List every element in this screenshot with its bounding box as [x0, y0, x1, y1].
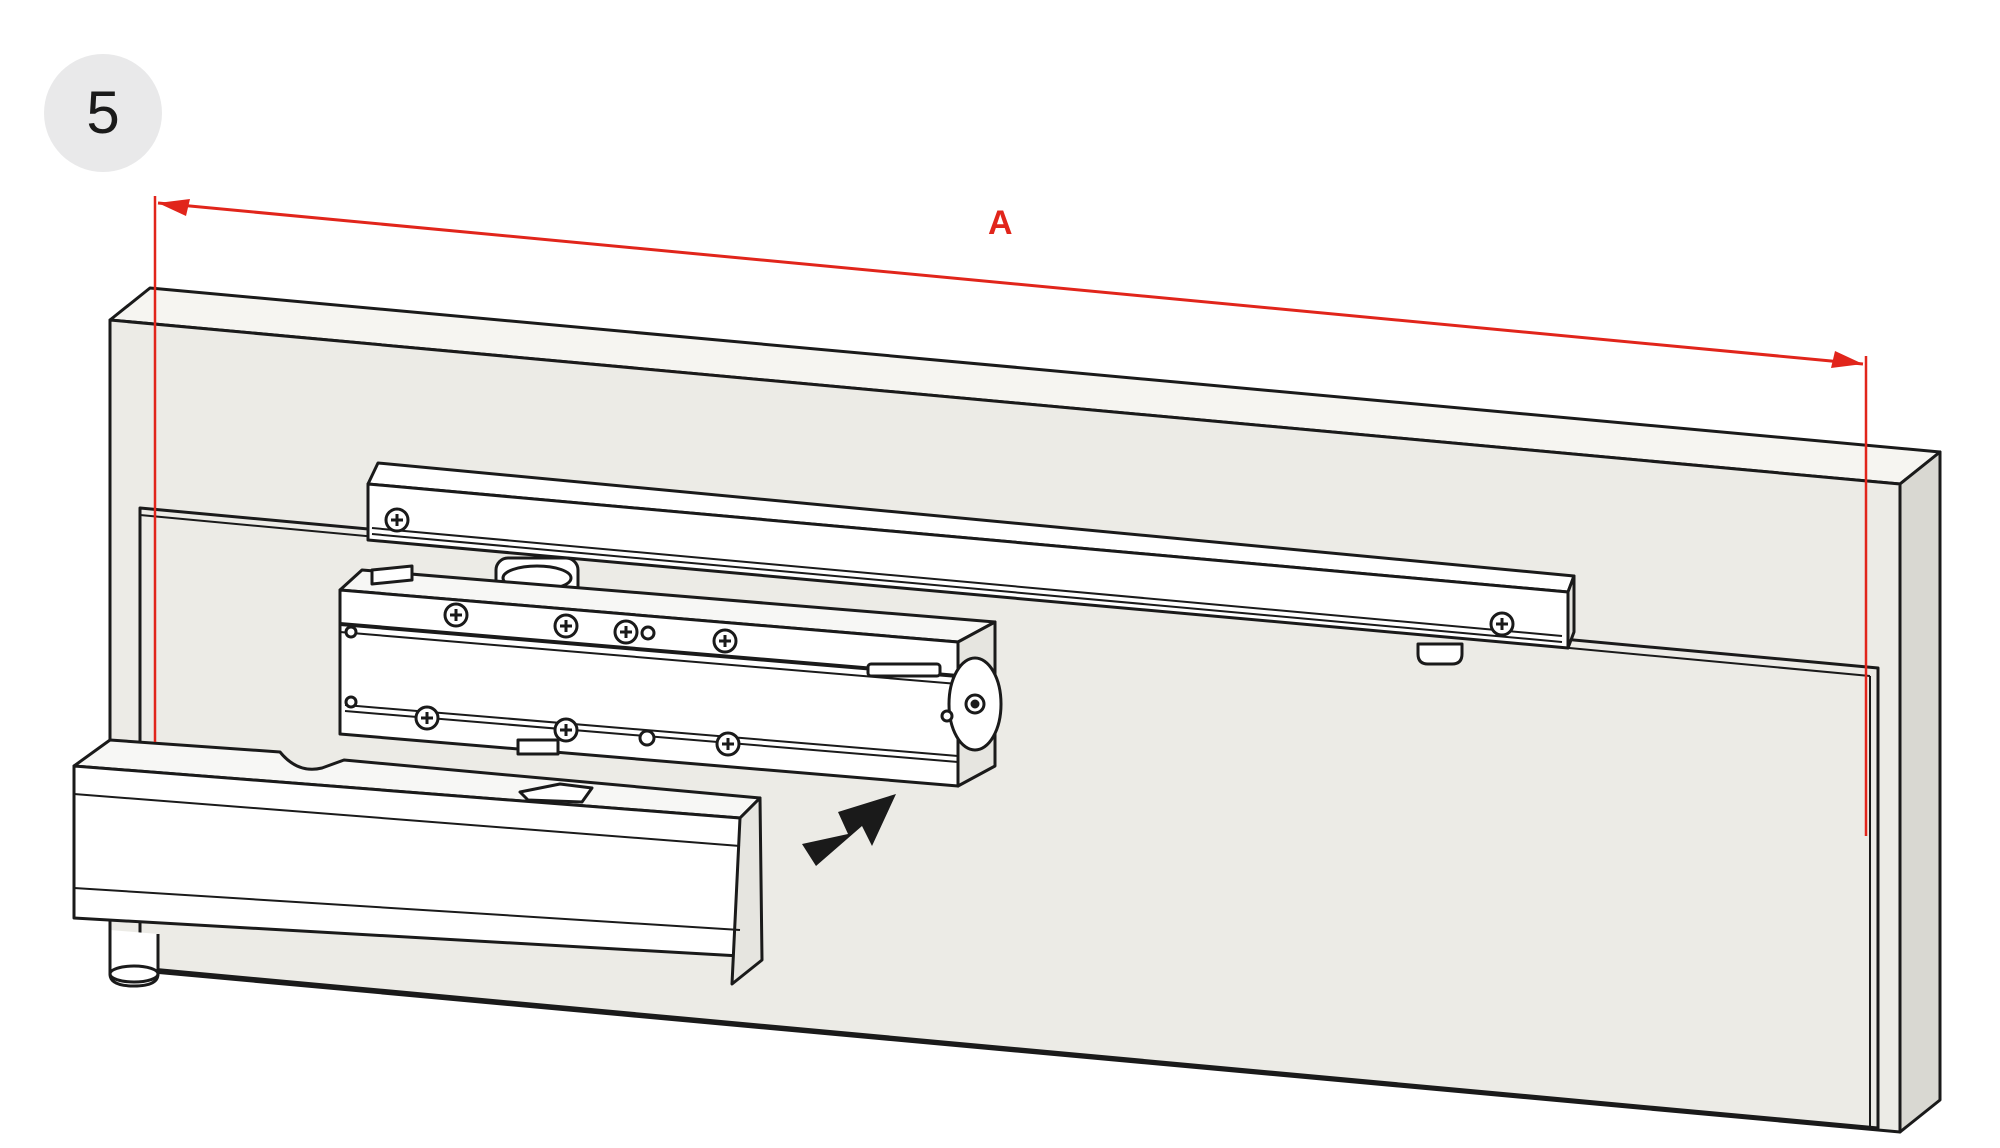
screw-icon [715, 731, 741, 757]
screw-icon [712, 628, 738, 654]
slide-rail [366, 461, 1576, 666]
step-badge: 5 [44, 54, 162, 172]
arrow-icon [802, 794, 896, 866]
screw-icon [553, 613, 579, 639]
closer-body [338, 564, 1003, 788]
screw-icon [1489, 611, 1515, 637]
dimension-label: A [988, 204, 1013, 242]
screw-icon [384, 507, 410, 533]
screw-icon [553, 717, 579, 743]
screw-icon [443, 602, 469, 628]
step-number: 5 [86, 79, 120, 146]
screw-icon [613, 619, 639, 645]
dimension-a [153, 196, 1868, 836]
closer-cover [72, 738, 764, 988]
screw-icon [414, 705, 440, 731]
